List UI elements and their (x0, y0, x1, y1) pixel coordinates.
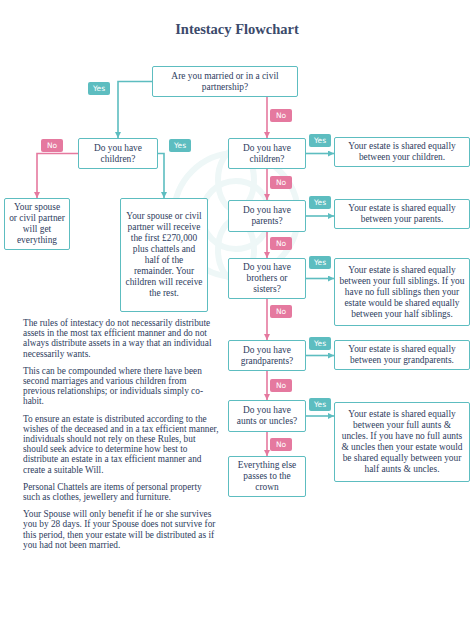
process-box: Do you have parents? (228, 200, 306, 232)
yes-tag: Yes (309, 134, 331, 147)
flow-arrow (306, 153, 334, 155)
box-text: Do you have grandparents? (233, 345, 301, 367)
process-box: Everything else passes to the crown (228, 456, 306, 497)
flow-arrow (118, 82, 152, 139)
note-paragraph: This can be compounded where there have … (23, 366, 219, 407)
box-text: Do you have children? (83, 143, 153, 165)
flow-arrow (158, 154, 164, 199)
no-tag: No (270, 109, 292, 122)
no-tag: No (270, 379, 292, 392)
outcome-box: Your estate is shared equally between yo… (334, 199, 470, 229)
flow-arrow (266, 432, 268, 456)
process-box: Do you have grandparents? (228, 340, 306, 371)
flow-arrow (266, 169, 268, 200)
box-text: Your estate is shared equally between yo… (339, 141, 465, 163)
flow-arrow (306, 215, 334, 217)
flow-arrow (306, 278, 334, 280)
process-box: Do you have children? (228, 138, 306, 169)
box-text: Are you married or in a civil partnershi… (157, 71, 293, 93)
flow-arrow (266, 97, 268, 138)
flow-arrow (266, 299, 268, 340)
yes-tag: Yes (309, 256, 331, 269)
box-text: Your estate is shared equally between yo… (339, 344, 465, 366)
note-paragraph: To ensure an estate is distributed accor… (23, 414, 219, 475)
flow-arrow (37, 154, 78, 199)
no-tag: No (270, 305, 292, 318)
box-text: Your spouse or civil partner will receiv… (125, 211, 203, 299)
no-tag: No (270, 237, 292, 250)
note-paragraph: Personal Chattels are items of personal … (23, 482, 219, 502)
yes-tag: Yes (309, 337, 331, 350)
yes-tag: Yes (309, 398, 331, 411)
box-text: Your estate is shared equally between yo… (339, 265, 465, 320)
flow-arrow (306, 355, 334, 357)
yes-tag: Yes (88, 82, 110, 95)
box-text: Do you have aunts or uncles? (233, 405, 301, 427)
no-tag: No (270, 176, 292, 189)
note-paragraph: Your Spouse will only benefit if he or s… (23, 509, 219, 550)
process-box: Do you have children? (78, 138, 158, 169)
box-text: Everything else passes to the crown (233, 460, 301, 493)
box-text: Do you have brothers or sisters? (233, 262, 301, 295)
no-tag: No (270, 438, 292, 451)
box-text: Do you have parents? (233, 205, 301, 227)
note-paragraph: The rules of intestacy do not necessaril… (23, 318, 219, 359)
yes-tag: Yes (309, 196, 331, 209)
process-box: Do you have aunts or uncles? (228, 400, 306, 432)
no-tag: No (41, 139, 63, 152)
box-text: Your spouse or civil partner will get ev… (9, 202, 65, 246)
yes-tag: Yes (169, 139, 191, 152)
outcome-box: Your estate is shared equally between yo… (334, 258, 470, 326)
outcome-box: Your estate is shared equally between yo… (334, 402, 470, 482)
outcome-box: Your estate is shared equally between yo… (334, 340, 470, 370)
box-text: Your estate is shared equally between yo… (339, 409, 465, 475)
process-box: Are you married or in a civil partnershi… (152, 66, 298, 97)
outcome-box: Your estate is shared equally between yo… (334, 137, 470, 167)
box-text: Do you have children? (233, 143, 301, 165)
flow-arrow (266, 232, 268, 258)
notes-panel: The rules of intestacy do not necessaril… (23, 318, 219, 557)
box-text: Your estate is shared equally between yo… (339, 203, 465, 225)
flow-arrow (306, 415, 334, 417)
process-box: Do you have brothers or sisters? (228, 258, 306, 299)
chart-title: Intestacy Flowchart (0, 21, 474, 38)
process-box: Your spouse or civil partner will receiv… (120, 198, 208, 312)
process-box: Your spouse or civil partner will get ev… (4, 198, 70, 250)
flow-arrow (266, 371, 268, 400)
